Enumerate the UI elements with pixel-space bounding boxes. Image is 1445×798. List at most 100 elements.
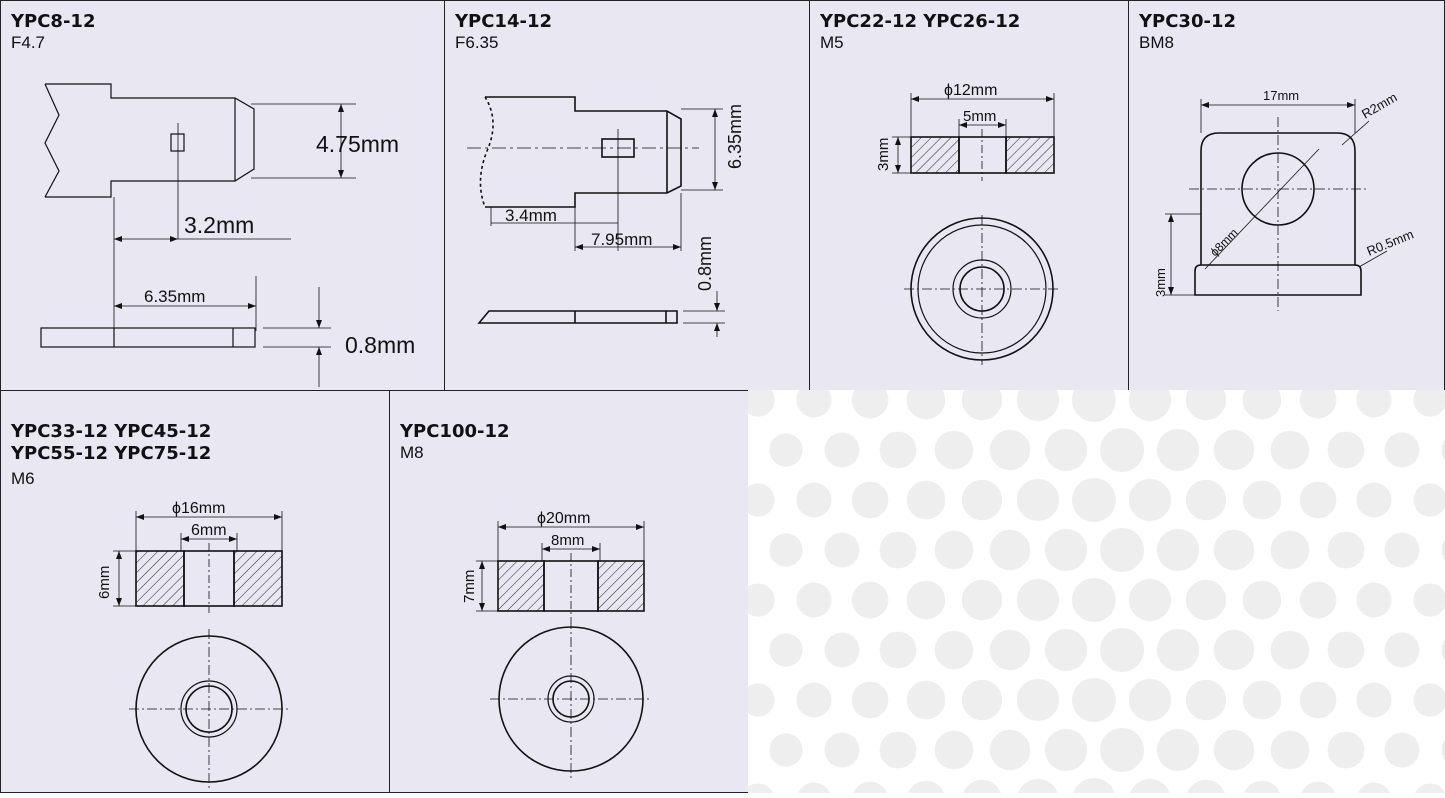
decor-dot — [1128, 478, 1172, 522]
decor-dot — [906, 680, 946, 720]
panel-ypc33-75: YPC33-12 YPC45-12 YPC55-12 YPC75-12 M6 — [0, 390, 390, 793]
decor-dot — [1213, 729, 1255, 771]
decor-dot — [1270, 730, 1310, 770]
decor-dot — [741, 583, 775, 617]
decor-dot — [1072, 678, 1116, 722]
decor-dot — [906, 380, 946, 420]
decor-dot — [1016, 578, 1060, 622]
dim-outer: ϕ20mm — [537, 510, 590, 527]
decor-dot — [1044, 728, 1088, 772]
decor-dot — [1044, 428, 1088, 472]
decor-dot — [989, 629, 1031, 671]
decor-dot — [1072, 578, 1116, 622]
dim-inner: 8mm — [551, 532, 584, 549]
decor-dot — [824, 632, 860, 668]
dim-height: 7mm — [461, 570, 478, 603]
dim-height: 6mm — [96, 566, 113, 599]
dim-height: 6.35mm — [725, 104, 745, 169]
panel-title: YPC22-12 YPC26-12 — [820, 11, 1021, 32]
decor-dot — [1156, 628, 1200, 672]
decor-dot — [851, 781, 889, 798]
panel-ypc22-26: YPC22-12 YPC26-12 M5 — [809, 0, 1129, 391]
decor-dot — [961, 579, 1003, 621]
decor-dot — [741, 483, 775, 517]
terminal-bm8-drawing: 17mm R2mm ϕ8mm R0.5mm 3mm — [1153, 88, 1416, 311]
decor-dot — [961, 379, 1003, 421]
decor-dot — [1384, 532, 1420, 568]
decor-dot — [1356, 782, 1392, 798]
decor-dot — [1270, 430, 1310, 470]
decor-dot — [1156, 728, 1200, 772]
decor-dot — [934, 730, 974, 770]
decor-dot — [1128, 378, 1172, 422]
terminal-type: M5 — [820, 33, 844, 52]
decor-dot — [1128, 678, 1172, 722]
terminal-f635-drawing: 6.35mm 3.4mm 7.95mm 0.8mm — [467, 96, 745, 337]
decor-dot — [1270, 530, 1310, 570]
decor-dot — [1327, 731, 1365, 769]
terminal-type: F4.7 — [11, 33, 46, 52]
panel-title-line-2: YPC55-12 YPC75-12 — [11, 443, 212, 464]
dim-thickness: 0.8mm — [345, 332, 415, 358]
decor-dot — [1072, 478, 1116, 522]
dim-outer: ϕ16mm — [172, 500, 225, 517]
decor-dot — [961, 779, 1003, 798]
decor-dot — [906, 580, 946, 620]
decor-dot — [1128, 578, 1172, 622]
decor-dot — [1129, 778, 1171, 798]
decor-dot — [879, 631, 917, 669]
decor-dot — [824, 432, 860, 468]
decor-dot — [1242, 780, 1282, 798]
decor-dot — [769, 633, 803, 667]
dim-width: 17mm — [1263, 88, 1299, 103]
decor-dot — [1213, 429, 1255, 471]
decor-dot — [741, 383, 775, 417]
terminal-m5-drawing: ϕ12mm 5mm 3mm — [875, 82, 1060, 365]
decor-dot — [824, 532, 860, 568]
panel-ypc14-12: YPC14-12 F6.35 — [444, 0, 810, 391]
decor-dot — [1384, 632, 1420, 668]
dim-height: 4.75mm — [316, 131, 399, 157]
panel-title: YPC100-12 — [400, 421, 510, 442]
decor-dot — [1072, 378, 1116, 422]
dim-inner: 6mm — [191, 522, 227, 539]
panel-title: YPC8-12 — [11, 11, 96, 32]
decor-dot — [851, 381, 889, 419]
decor-dot — [961, 479, 1003, 521]
dim-height: 3mm — [875, 138, 892, 171]
decor-dot — [1441, 739, 1445, 761]
decor-dot — [961, 679, 1003, 721]
decor-dot — [1441, 439, 1445, 461]
decor-dot — [1017, 778, 1059, 798]
decor-dot — [1185, 579, 1227, 621]
decor-dot — [851, 581, 889, 619]
decor-dot — [796, 682, 832, 718]
decor-dot — [1270, 630, 1310, 670]
decor-dot — [1384, 432, 1420, 468]
decor-dot — [1356, 482, 1392, 518]
decor-dot — [1299, 481, 1337, 519]
dim-radius-base: R0.5mm — [1365, 226, 1416, 258]
decor-dot — [1242, 480, 1282, 520]
decor-dot — [851, 481, 889, 519]
decor-dot — [796, 582, 832, 618]
decor-dot — [1413, 483, 1445, 517]
decor-dot — [1441, 539, 1445, 561]
decor-dot — [1356, 382, 1392, 418]
terminal-m8-drawing: ϕ20mm 8mm 7mm — [461, 510, 652, 781]
decor-dot — [1356, 682, 1392, 718]
decor-dot — [1242, 680, 1282, 720]
dim-radius-top: R2mm — [1359, 89, 1400, 121]
decor-dot — [1213, 529, 1255, 571]
terminal-m6-drawing: ϕ16mm 6mm 6mm — [96, 500, 289, 789]
decor-dot — [1072, 778, 1116, 798]
decor-dot — [1185, 679, 1227, 721]
decor-dot — [1185, 379, 1227, 421]
decor-dot — [1356, 582, 1392, 618]
panel-ypc100-12: YPC100-12 M8 — [389, 390, 749, 793]
decor-dot — [1327, 531, 1365, 569]
decor-dot — [1016, 678, 1060, 722]
panel-title: YPC30-12 — [1139, 11, 1237, 32]
decor-dot — [1016, 378, 1060, 422]
decor-dot — [769, 433, 803, 467]
